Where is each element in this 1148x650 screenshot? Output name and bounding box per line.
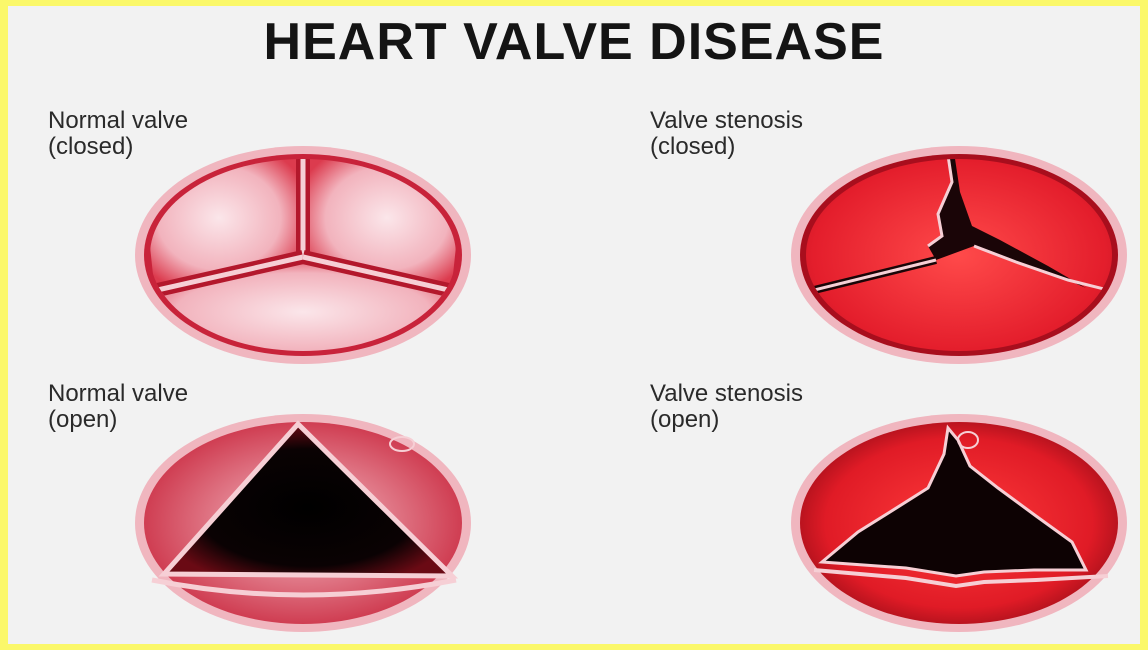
stenosis-valve-closed-illustration xyxy=(786,142,1132,368)
normal-valve-closed-illustration xyxy=(130,142,476,368)
caption-line1: Normal valve xyxy=(48,108,188,134)
diagram-title: HEART VALVE DISEASE xyxy=(8,12,1140,72)
caption-line1: Valve stenosis xyxy=(650,108,803,134)
diagram-canvas: HEART VALVE DISEASE Normal valve (closed… xyxy=(8,6,1140,644)
caption-line1: Valve stenosis xyxy=(650,381,803,407)
caption-line2: (open) xyxy=(650,407,803,433)
caption-line1: Normal valve xyxy=(48,381,188,407)
caption-line2: (closed) xyxy=(650,134,803,160)
normal-valve-open-illustration xyxy=(130,410,476,636)
caption-stenosis-open: Valve stenosis (open) xyxy=(650,381,803,433)
stenosis-valve-open-illustration xyxy=(786,410,1132,636)
caption-stenosis-closed: Valve stenosis (closed) xyxy=(650,108,803,160)
leaflets xyxy=(786,142,1132,368)
